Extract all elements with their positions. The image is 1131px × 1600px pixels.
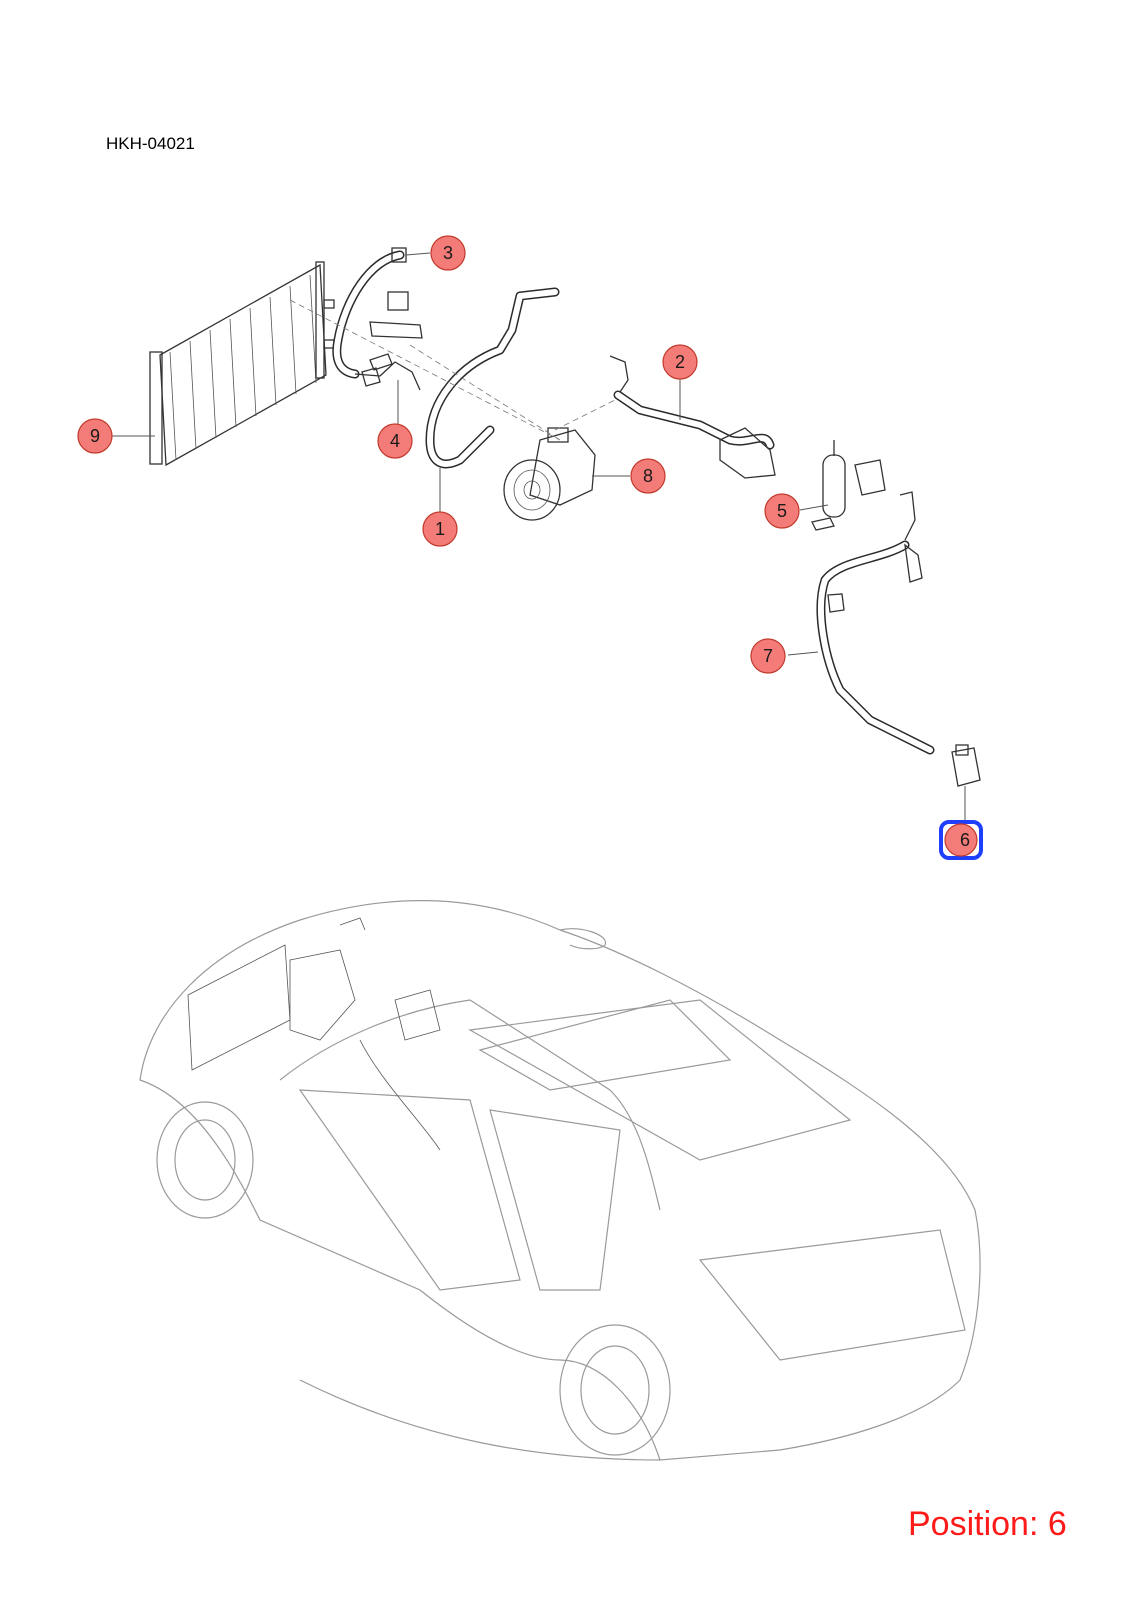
hose-1-drawing bbox=[425, 287, 560, 512]
callout-7-label: 7 bbox=[763, 646, 773, 666]
position-indicator: Position: 6 bbox=[908, 1505, 1067, 1543]
callout-8[interactable]: 8 bbox=[630, 458, 666, 494]
hose-7-drawing bbox=[787, 491, 935, 755]
hose-2-drawing bbox=[609, 355, 776, 479]
callout-9[interactable]: 9 bbox=[77, 418, 113, 454]
callout-4-label: 4 bbox=[390, 431, 400, 451]
hose-3-drawing bbox=[332, 247, 423, 379]
callout-5[interactable]: 5 bbox=[764, 493, 800, 529]
callout-1[interactable]: 1 bbox=[422, 511, 458, 547]
callout-3-label: 3 bbox=[443, 243, 453, 263]
callout-3[interactable]: 3 bbox=[430, 235, 466, 271]
condenser-drawing bbox=[149, 261, 335, 467]
callout-7[interactable]: 7 bbox=[750, 638, 786, 674]
callout-2[interactable]: 2 bbox=[662, 344, 698, 380]
compressor-drawing bbox=[503, 399, 630, 521]
vehicle-outline-drawing bbox=[139, 899, 981, 1461]
drawing-code: HKH-04021 bbox=[106, 134, 195, 153]
callout-5-label: 5 bbox=[777, 501, 787, 521]
callout-9-label: 9 bbox=[90, 426, 100, 446]
callout-4[interactable]: 4 bbox=[377, 423, 413, 459]
receiver-drier-drawing bbox=[799, 440, 886, 531]
callout-6-selected[interactable]: 6 bbox=[939, 820, 983, 860]
callout-8-label: 8 bbox=[643, 466, 653, 486]
selection-outline bbox=[939, 820, 983, 860]
expansion-valve-drawing bbox=[951, 744, 981, 820]
callout-2-label: 2 bbox=[675, 352, 685, 372]
callout-1-label: 1 bbox=[435, 519, 445, 539]
callout-6-label: 6 bbox=[960, 830, 970, 850]
